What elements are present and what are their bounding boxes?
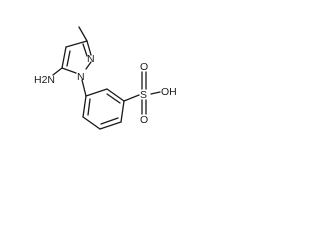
bond-ar-1: [85, 88, 108, 97]
bond-c3-n2-single: [86, 40, 92, 56]
bond-ar-4-inner: [100, 117, 119, 125]
bond-ar-6: [82, 95, 87, 118]
bonds: [52, 26, 161, 130]
bond-c3-n2-double: [82, 43, 88, 57]
chemical-structure-diagram: N N H2N S O O OH: [34, 26, 177, 130]
atom-sulfur: S: [140, 89, 147, 101]
bond-c4-c5-double: [66, 50, 71, 67]
bond-c5-n1: [61, 67, 77, 74]
bond-n2-n1: [85, 61, 92, 70]
atom-amino: H2N: [34, 74, 55, 86]
bond-ar-6-inner: [87, 98, 91, 116]
bond-c5-nh2: [52, 67, 63, 76]
atom-oxo-top: O: [140, 61, 148, 73]
atom-ring-n1: N: [77, 71, 85, 83]
bond-ar-2: [106, 88, 125, 102]
atom-labels: N N H2N S O O OH: [34, 53, 177, 126]
bond-ar-3: [120, 100, 125, 123]
atom-hydroxyl: OH: [161, 86, 177, 98]
bond-ar-5: [82, 116, 101, 130]
bond-ar-s: [123, 94, 140, 102]
bond-s-oh: [150, 91, 161, 95]
atom-ring-n2: N: [87, 53, 95, 65]
bond-ar-4: [99, 121, 122, 130]
bond-c4-c5-single: [61, 46, 67, 69]
bond-c3-c4: [65, 40, 88, 48]
bond-methyl: [78, 26, 88, 42]
bond-ar-2-inner: [106, 93, 121, 104]
bond-n1-phenyl: [81, 79, 87, 97]
atom-oxo-bottom: O: [140, 114, 148, 126]
